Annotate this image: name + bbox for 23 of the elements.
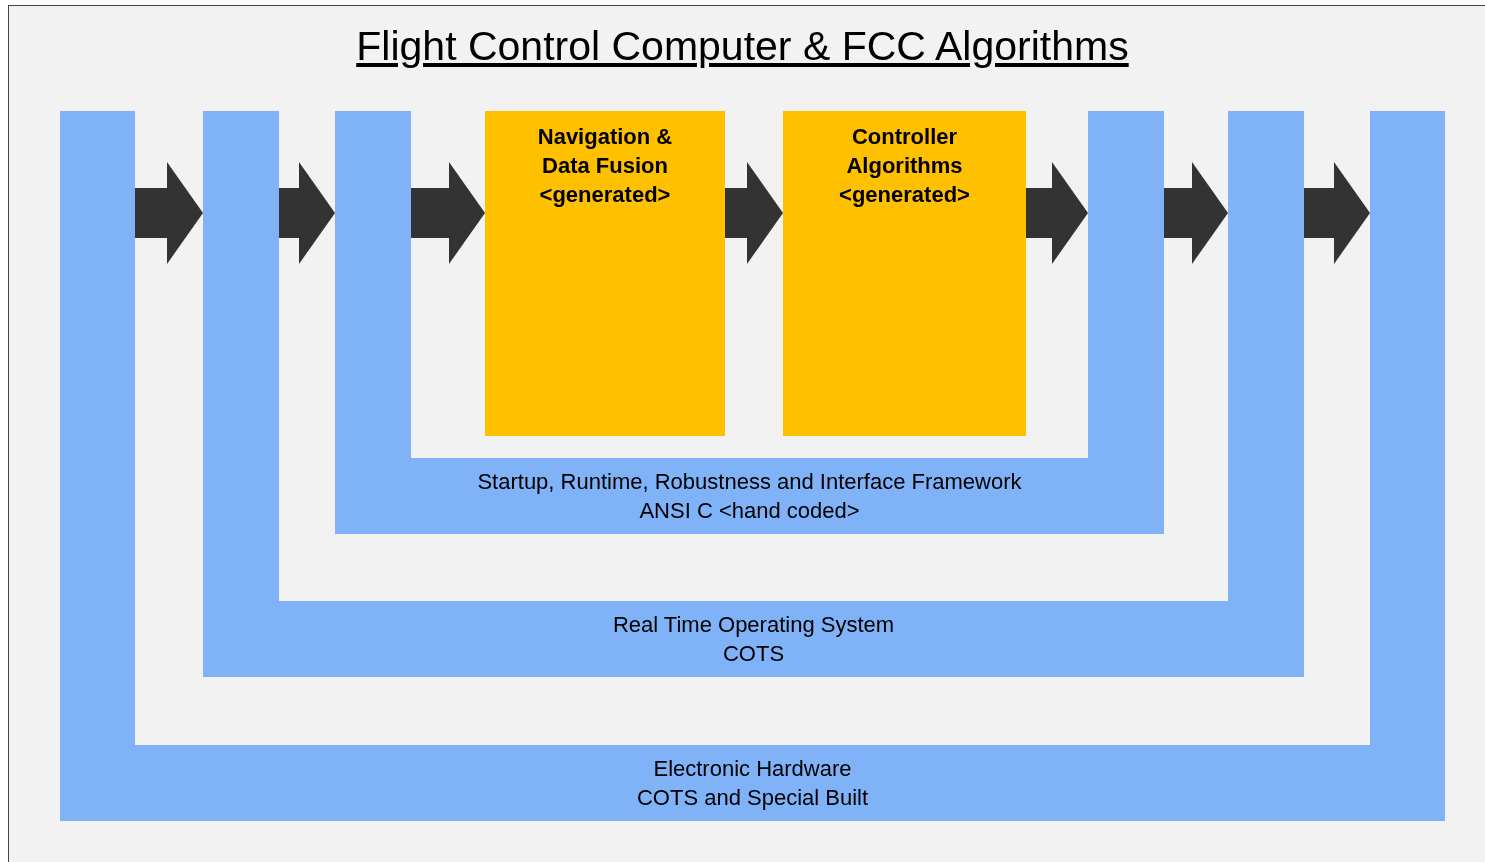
band-label: COTS <box>722 640 785 668</box>
band-label: Electronic Hardware <box>653 755 852 783</box>
block-arrow <box>411 162 485 264</box>
box-note: <generated> <box>839 181 970 209</box>
block-arrow <box>1026 162 1088 264</box>
band-label: ANSI C <hand coded> <box>639 497 860 525</box>
u-shaped-band <box>335 111 1164 534</box>
u-shaped-band <box>60 111 1445 821</box>
band-label: COTS and Special Built <box>636 784 869 812</box>
title: Flight Control Computer & FCC Algorithms <box>356 23 1129 69</box>
band-label: Startup, Runtime, Robustness and Interface Framework <box>477 468 1022 496</box>
box-note: <generated> <box>539 181 671 209</box>
process-box <box>783 111 1026 436</box>
box-heading: Controller Algorithms <box>845 123 964 180</box>
box-heading: Navigation & Data Fusion <box>536 123 674 180</box>
block-arrow <box>1164 162 1228 264</box>
block-arrow <box>279 162 335 264</box>
process-box <box>485 111 725 436</box>
band-label: Real Time Operating System <box>612 611 895 639</box>
block-arrow <box>1304 162 1370 264</box>
block-arrow <box>135 162 203 264</box>
u-shaped-band <box>203 111 1304 677</box>
block-arrow <box>725 162 783 264</box>
